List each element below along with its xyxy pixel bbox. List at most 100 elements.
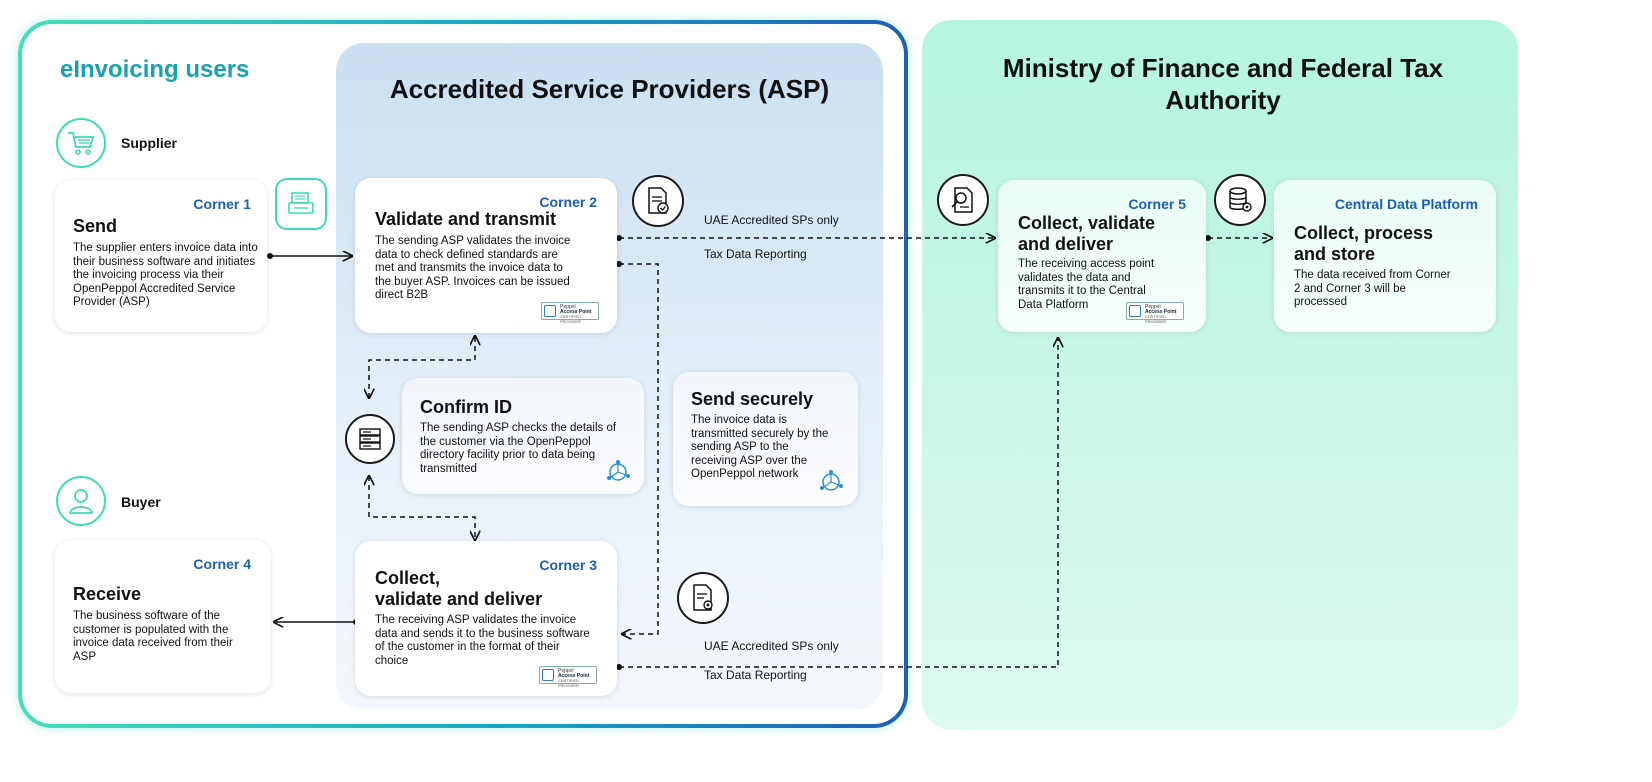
- corner4-label: Corner 4: [193, 556, 251, 572]
- corner2-label: Corner 2: [539, 194, 597, 210]
- confirm-desc-line: the customer via the OpenPeppol: [420, 435, 591, 448]
- confirm-desc-line: transmitted: [420, 462, 477, 475]
- corner1-desc-line: OpenPeppol Accredited Service: [73, 282, 236, 295]
- corner4-title: Receive: [73, 584, 142, 604]
- corner4-desc-line: invoice data received from their: [73, 637, 233, 650]
- flow-label-bottom-uae: UAE Accredited SPs only: [704, 639, 839, 653]
- confirm-desc-line: directory facility prior to data being: [420, 449, 596, 462]
- network-icon: [817, 468, 845, 501]
- corner3-card: Corner 3 Collect, validate and deliver T…: [355, 541, 617, 696]
- corner2-desc-line: data to check defined standards are: [375, 248, 558, 261]
- flow-label-bottom-tax: Tax Data Reporting: [704, 668, 807, 682]
- mof-title-line-2: Authority: [1165, 85, 1281, 115]
- secure-desc-line: transmitted securely by the: [691, 427, 829, 440]
- person-icon: [56, 476, 106, 526]
- corner1-desc: The supplier enters invoice data into th…: [73, 242, 258, 310]
- confirm-id-desc: The sending ASP checks the details of th…: [420, 422, 616, 476]
- mof-title-line-1: Ministry of Finance and Federal Tax: [1002, 53, 1444, 83]
- corner1-title: Send: [73, 216, 118, 236]
- cdp-title-line: Collect, process: [1294, 223, 1434, 243]
- network-icon: [604, 458, 632, 491]
- badge-line: Access Point: [1145, 309, 1177, 315]
- badge-line: Peppol: [1145, 304, 1161, 310]
- badge-line: CERTIFIED PROVIDER: [560, 314, 582, 324]
- corner3-desc-line: choice: [375, 654, 409, 667]
- corner5-title-line: Collect, validate: [1018, 213, 1156, 233]
- corner1-desc-line: their business software and initiates: [73, 255, 256, 268]
- users-zone-title: eInvoicing users: [60, 56, 250, 83]
- corner5-desc-line: validates the data and: [1018, 271, 1131, 284]
- peppol-badge-icon: [542, 669, 554, 681]
- cdp-label: Central Data Platform: [1334, 196, 1478, 212]
- corner4-desc-line: customer is populated with the: [73, 623, 229, 636]
- cart-icon: [56, 118, 106, 168]
- corner2-desc-line: The sending ASP validates the invoice: [375, 235, 571, 247]
- send-securely-desc: The invoice data is transmitted securely…: [691, 414, 828, 482]
- corner4-card: Corner 4 Receive The business software o…: [55, 540, 271, 693]
- corner4-desc: The business software of the customer is…: [73, 610, 233, 664]
- peppol-badge-icon: [1129, 305, 1141, 317]
- corner3-desc-line: data and sends it to the business softwa…: [375, 627, 590, 640]
- corner5-desc-line: transmits it to the Central: [1018, 285, 1146, 298]
- corner2-desc-line: the buyer ASP. Invoices can be issued: [375, 275, 570, 288]
- corner2-title: Validate and transmit: [375, 209, 557, 229]
- secure-desc-line: OpenPeppol network: [691, 468, 799, 481]
- peppol-badge-icon: [544, 305, 556, 317]
- corner1-desc-line: The supplier enters invoice data into: [73, 242, 258, 254]
- cdp-title: Collect, process and store: [1294, 223, 1433, 265]
- corner3-desc: The receiving ASP validates the invoice …: [375, 614, 590, 668]
- send-securely-title: Send securely: [691, 389, 814, 409]
- cdp-title-line: and store: [1294, 244, 1376, 264]
- secure-desc-line: receiving ASP over the: [691, 454, 808, 467]
- cdp-desc: The data received from Corner 2 and Corn…: [1294, 269, 1451, 310]
- flow-label-top-uae: UAE Accredited SPs only: [704, 213, 839, 227]
- secure-desc-line: sending ASP to the: [691, 441, 789, 454]
- corner3-title-line: Collect,: [375, 568, 441, 588]
- corner2-card: Corner 2 Validate and transmit The sendi…: [355, 178, 617, 333]
- send-securely-card: Send securely The invoice data is transm…: [673, 372, 858, 506]
- corner3-label: Corner 3: [539, 557, 597, 573]
- database-gear-icon: [1214, 174, 1266, 226]
- corner2-desc: The sending ASP validates the invoice da…: [375, 235, 570, 303]
- document-search-icon: [937, 174, 989, 226]
- confirm-id-title: Confirm ID: [420, 397, 512, 417]
- cdp-card: Central Data Platform Collect, process a…: [1274, 180, 1496, 332]
- document-gear-icon: [677, 572, 729, 624]
- mof-zone-title: Ministry of Finance and Federal Tax Auth…: [960, 52, 1486, 116]
- corner5-desc-line: Data Platform: [1018, 298, 1089, 311]
- peppol-badge: Peppol Access Point CERTIFIED PROVIDER: [541, 302, 599, 324]
- corner5-desc: The receiving access point validates the…: [1018, 258, 1154, 312]
- flow-label-top-tax: Tax Data Reporting: [704, 247, 807, 261]
- corner3-desc-line: of the customer in the format of their: [375, 641, 560, 654]
- buyer-label: Buyer: [121, 494, 161, 510]
- corner2-desc-line: met and transmits the invoice data to: [375, 262, 563, 275]
- badge-line: Access Point: [560, 309, 592, 315]
- cdp-desc-line: The data received from Corner: [1294, 269, 1451, 281]
- supplier-label: Supplier: [121, 135, 178, 151]
- server-icon: [345, 414, 395, 464]
- corner5-title-line: and deliver: [1018, 234, 1114, 254]
- corner3-title-line: validate and deliver: [375, 589, 543, 609]
- corner1-card: Corner 1 Send The supplier enters invoic…: [55, 180, 267, 332]
- corner1-desc-line: the invoicing process via their: [73, 269, 224, 282]
- corner5-label: Corner 5: [1128, 196, 1186, 212]
- corner5-card: Corner 5 Collect, validate and deliver T…: [998, 180, 1206, 332]
- badge-line: CERTIFIED PROVIDER: [558, 678, 580, 688]
- confirm-desc-line: The sending ASP checks the details of: [420, 422, 617, 434]
- peppol-badge: Peppol Access Point CERTIFIED PROVIDER: [1126, 302, 1184, 324]
- corner5-title: Collect, validate and deliver: [1018, 213, 1155, 255]
- badge-line: Peppol: [560, 304, 576, 310]
- corner2-desc-line: direct B2B: [375, 289, 429, 302]
- corner3-desc-line: The receiving ASP validates the invoice: [375, 614, 577, 626]
- asp-zone-title: Accredited Service Providers (ASP): [389, 74, 830, 104]
- badge-line: Access Point: [558, 673, 590, 679]
- secure-desc-line: The invoice data is: [691, 414, 787, 426]
- cdp-desc-line: 2 and Corner 3 will be: [1294, 282, 1406, 295]
- cdp-desc-line: processed: [1294, 296, 1348, 309]
- corner5-desc-line: The receiving access point: [1018, 258, 1155, 270]
- peppol-badge: Peppol Access Point CERTIFIED PROVIDER: [539, 666, 597, 688]
- corner1-label: Corner 1: [193, 196, 251, 212]
- corner4-desc-line: ASP: [73, 650, 97, 663]
- badge-line: Peppol: [558, 668, 574, 674]
- confirm-id-card: Confirm ID The sending ASP checks the de…: [402, 378, 644, 494]
